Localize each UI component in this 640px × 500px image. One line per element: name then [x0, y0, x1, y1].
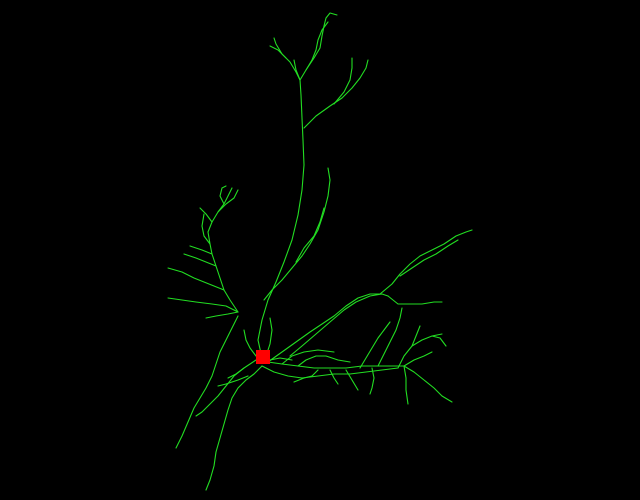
- dendrite-branch: [205, 311, 239, 319]
- dendrite-branch: [167, 297, 239, 313]
- dendrite-branches: [167, 12, 473, 491]
- dendrite-branch: [387, 295, 443, 305]
- dendrite-branch: [333, 57, 353, 105]
- dendrite-branch: [273, 37, 301, 81]
- dendrite-branch: [167, 267, 225, 291]
- dendrite-branch: [399, 239, 459, 277]
- dendrite-branch: [369, 367, 375, 395]
- dendrite-branch: [379, 229, 473, 295]
- dendrite-branch: [297, 355, 351, 367]
- dendrite-branch: [303, 59, 369, 129]
- dendrite-branch: [397, 333, 443, 369]
- dendrite-branch: [205, 365, 263, 491]
- dendrite-branch: [199, 207, 213, 223]
- dendrite-branch: [243, 329, 257, 357]
- dendrite-branch: [345, 369, 359, 391]
- dendrite-branch: [267, 361, 405, 369]
- dendrite-branch: [431, 335, 447, 347]
- dendrite-branch: [263, 167, 331, 301]
- dendrite-branch: [195, 359, 257, 417]
- dendrite-branch: [183, 253, 217, 267]
- dendrite-branch: [329, 369, 339, 385]
- dendrite-branch: [189, 245, 213, 255]
- dendrite-branch: [269, 45, 287, 59]
- dendrite-branch: [293, 369, 319, 383]
- dendrite-branch: [289, 293, 389, 357]
- dendrite-branch: [403, 365, 409, 405]
- dendrite-branch: [267, 293, 381, 363]
- dendrite-branch: [293, 59, 301, 81]
- dendrite-branch: [403, 365, 453, 403]
- dendrite-branch: [217, 375, 249, 387]
- dendrite-branch: [217, 189, 239, 213]
- dendrite-branch: [261, 365, 399, 379]
- dendrite-branch: [219, 185, 227, 205]
- dendrite-branch: [281, 349, 335, 365]
- dendrite-branch: [295, 207, 325, 263]
- dendrite-branch: [175, 315, 239, 449]
- dendrite-branch: [227, 367, 245, 379]
- soma-marker: [256, 350, 270, 364]
- dendrite-branch: [359, 321, 391, 369]
- dendrite-branch: [257, 79, 305, 359]
- dendrite-branch: [411, 325, 421, 347]
- dendrite-branch: [403, 351, 433, 367]
- dendrite-branch: [305, 21, 329, 71]
- dendrite-branch: [377, 307, 403, 367]
- dendrite-branch: [201, 213, 211, 245]
- dendrite-branch: [269, 357, 293, 361]
